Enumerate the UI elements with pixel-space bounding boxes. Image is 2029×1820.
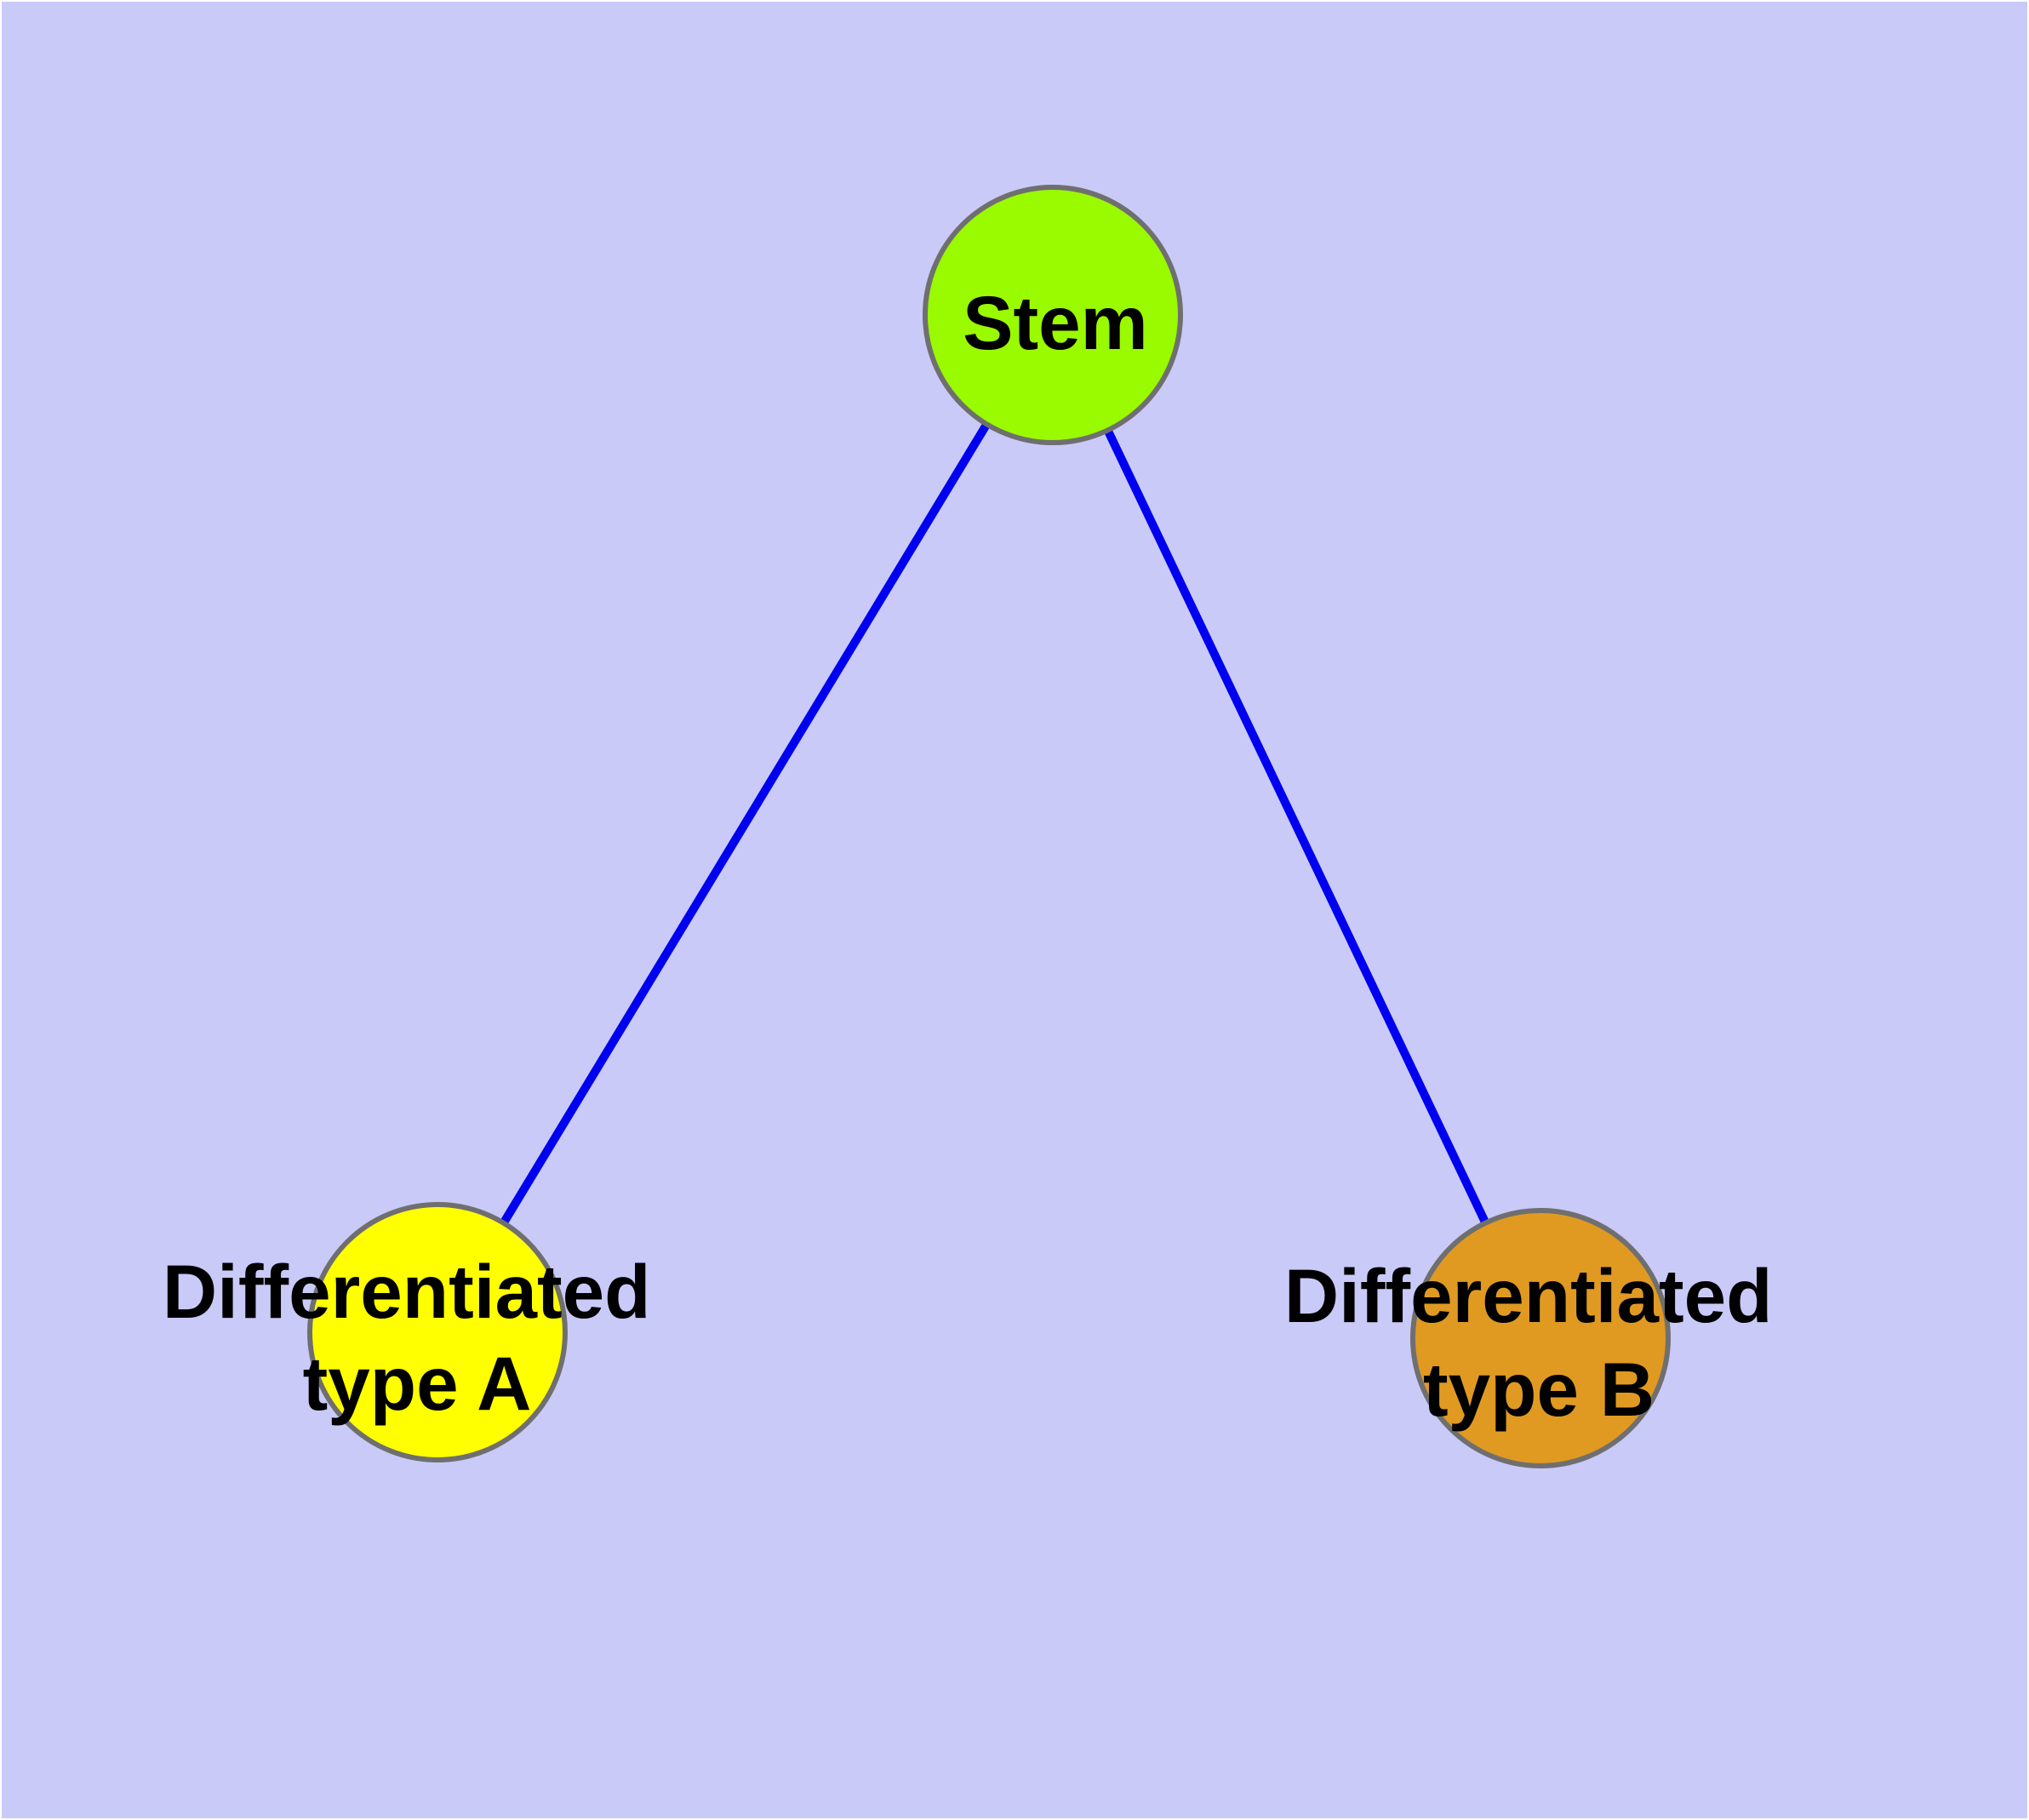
node-label-line: Differentiated xyxy=(1284,1253,1773,1338)
edge-stem-to-type-a xyxy=(433,312,1057,1335)
node-differentiated-type-b[interactable] xyxy=(1410,1208,1671,1468)
node-label-line: type B xyxy=(1423,1347,1655,1432)
node-label-line: type A xyxy=(303,1341,532,1426)
edge-stem-to-type-b xyxy=(1049,312,1545,1341)
node-label-stem: Stem xyxy=(963,280,1148,365)
node-label-differentiated-type-a: Differentiated type A xyxy=(163,1249,672,1426)
node-differentiated-type-a[interactable] xyxy=(307,1202,568,1462)
node-label-line: Differentiated xyxy=(163,1249,651,1334)
node-label-differentiated-type-b: Differentiated type B xyxy=(1284,1253,1793,1432)
node-stem[interactable] xyxy=(923,185,1183,445)
